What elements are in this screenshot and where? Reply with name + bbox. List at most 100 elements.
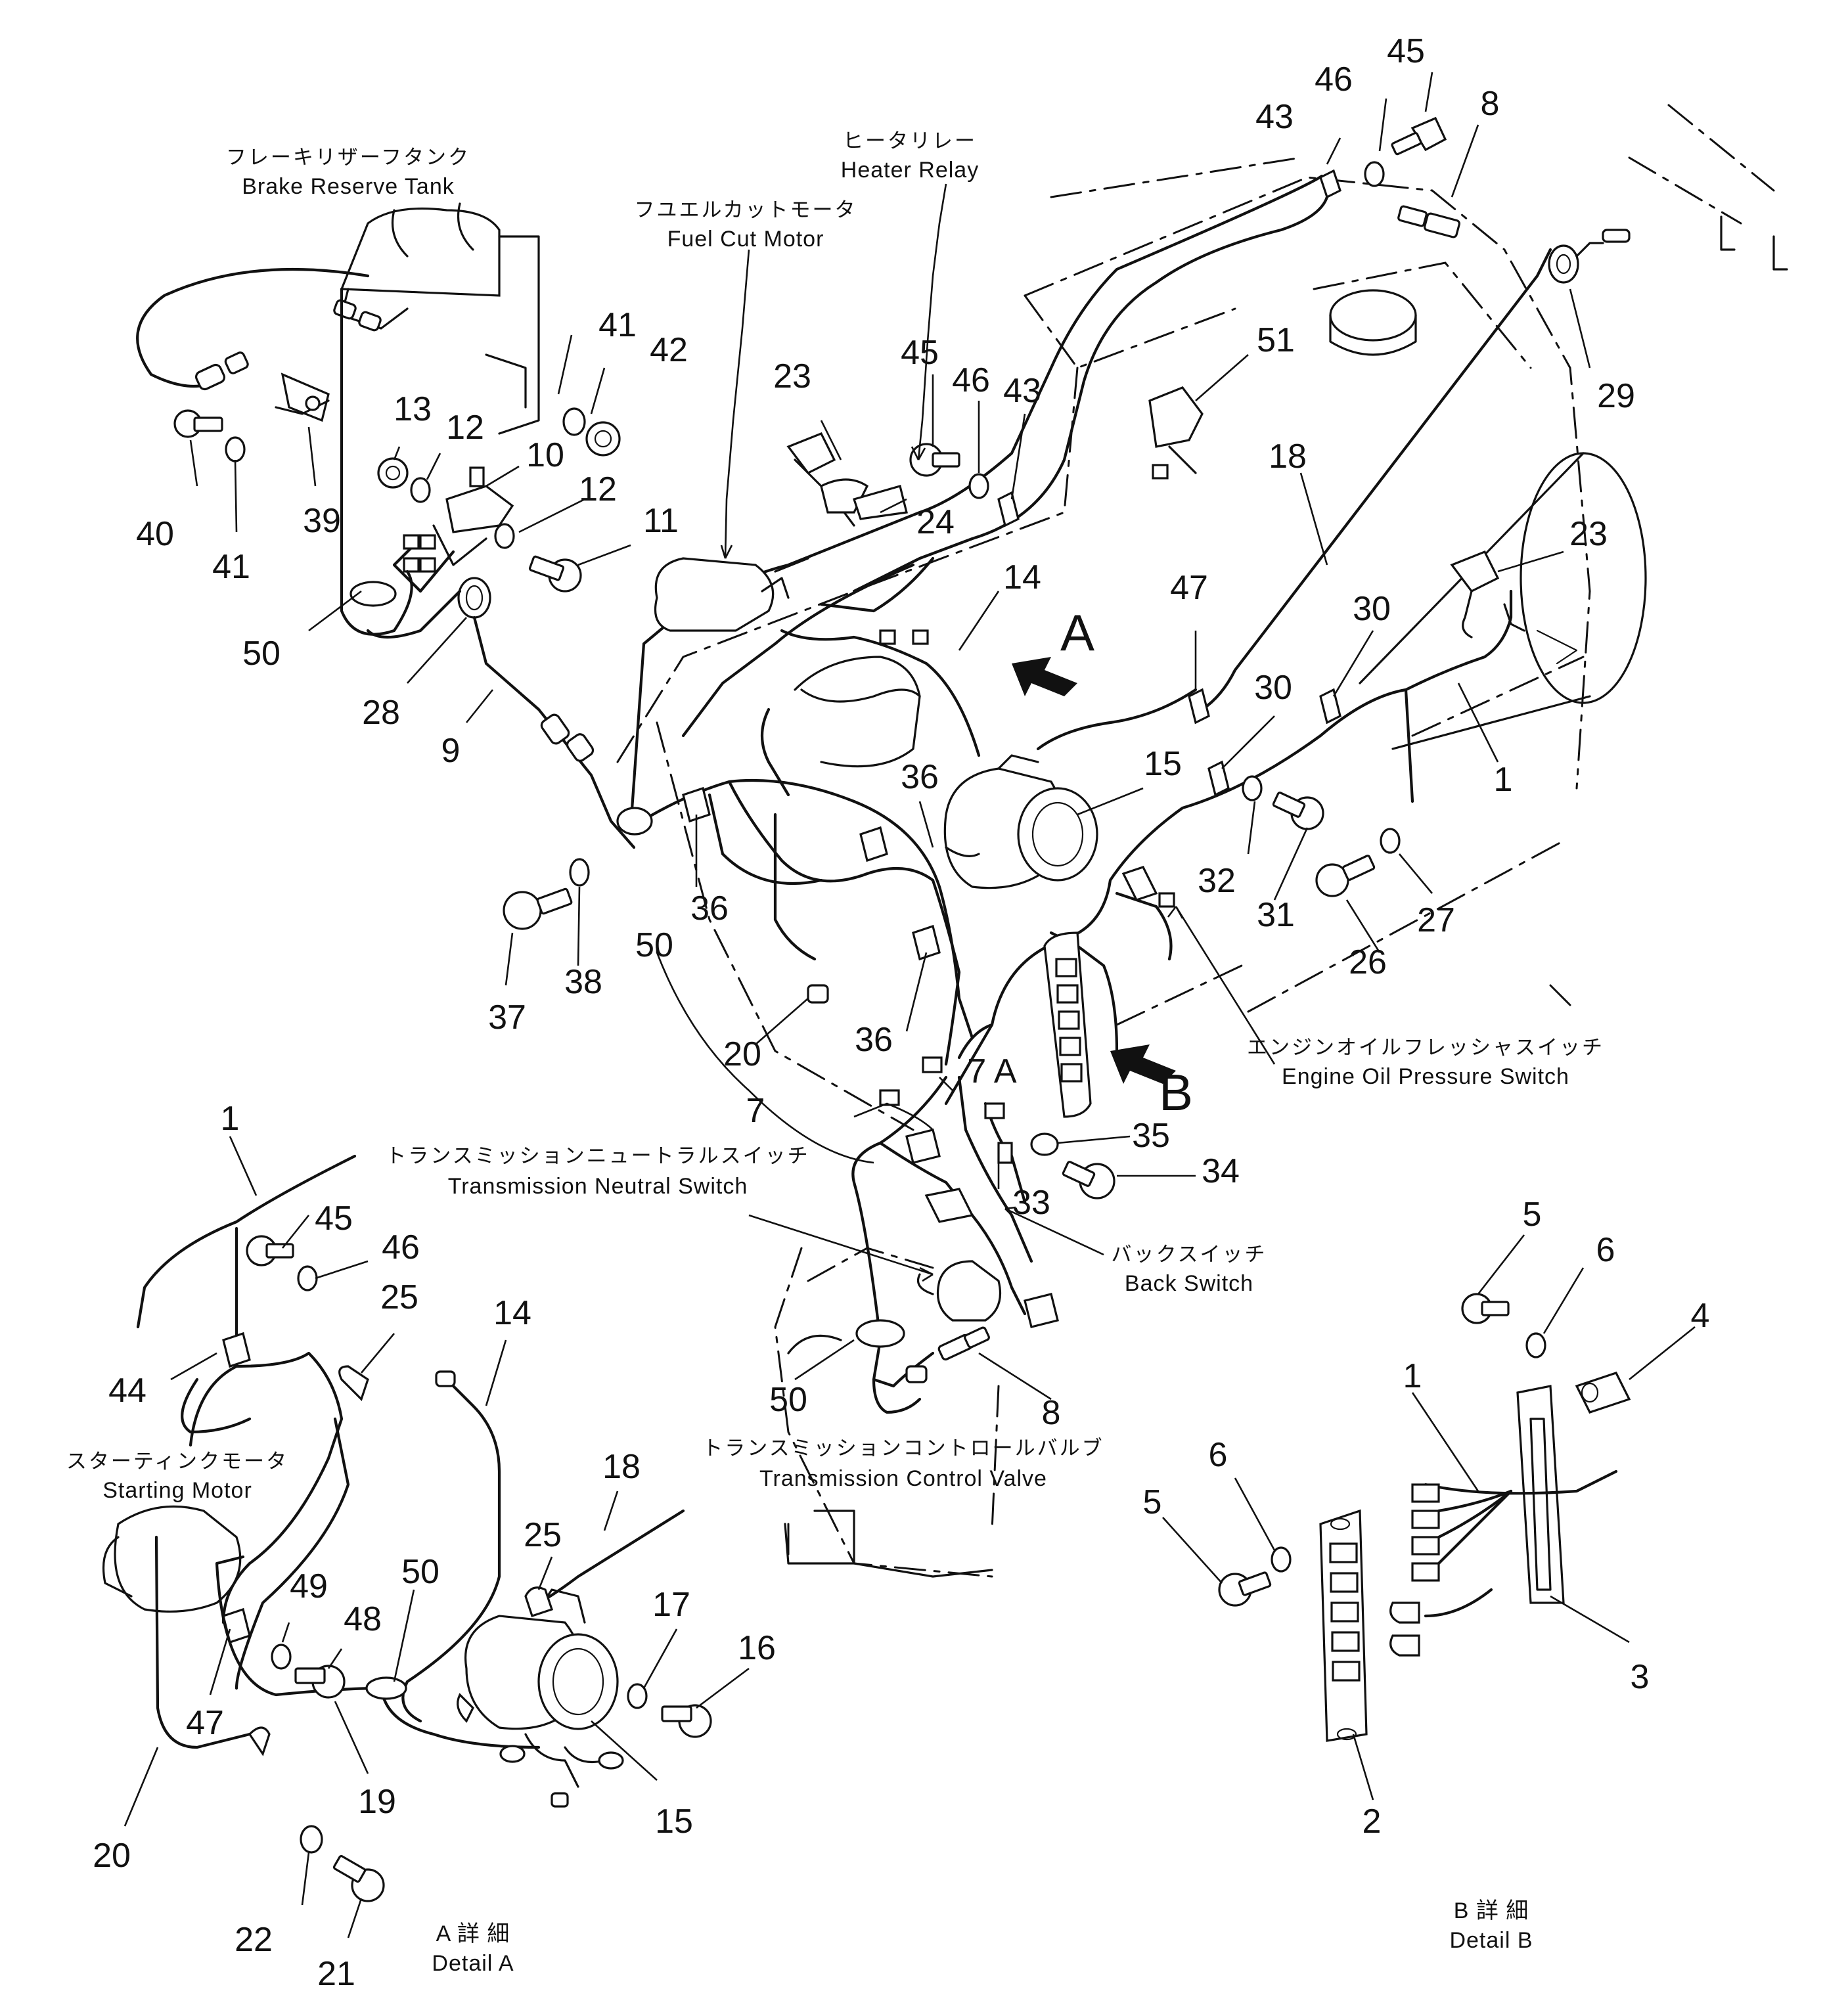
callout-36: 36 [901,758,939,796]
callout-8: 8 [1481,85,1500,123]
callout-38: 38 [564,963,602,1001]
brake-reserve-tank-label: Brake Reserve Tank [242,174,455,199]
callout-50: 50 [635,926,673,964]
washer-38 [569,858,590,887]
leader-lines [124,72,1696,1938]
clamp-36a [682,786,711,823]
grommet-50b [616,807,653,836]
callout-7a: 7 A [967,1052,1016,1090]
callout-13: 13 [394,390,432,428]
bracket-39 [275,372,330,422]
callout-40: 40 [136,515,174,553]
callout-42: 42 [650,331,688,369]
callout-31: 31 [1257,896,1295,934]
washer-22 [300,1825,323,1854]
connector [419,557,436,573]
detail-b-drawing [1319,1385,1618,1742]
starter-motor-15 [943,754,1098,889]
detail-a-label: Detail A [432,1951,514,1976]
washer-49 [271,1644,292,1670]
callout-46: 46 [382,1228,420,1266]
callout-1: 1 [1403,1357,1422,1395]
clamp-47a [1188,688,1210,725]
engine-oil-pressure-switch-jp: エンジンオイルフレッシャスイッチ [1247,1036,1604,1060]
grommet-50d [365,1676,407,1700]
fuel-cut-motor [654,557,809,632]
callout-46: 46 [952,361,990,399]
clamp-30a [1319,688,1341,725]
transmission-control-valve-label: Transmission Control Valve [759,1466,1047,1491]
brake-reserve-tank-jp: フレーキリザーフタンク [226,146,470,169]
callout-50: 50 [401,1553,439,1591]
callout-36: 36 [855,1021,893,1059]
terminal-14b [435,1370,456,1387]
bolt-48 [294,1665,346,1699]
bolt-21 [332,1854,385,1902]
main-harness [629,172,1552,1414]
connector [403,557,420,573]
callout-19: 19 [358,1783,396,1821]
right-cylinder [1359,452,1647,750]
callout-8: 8 [1042,1394,1061,1432]
switch-10 [392,466,514,593]
sensor-8a [1397,205,1460,238]
clamp-36c [912,924,941,961]
detail-a-drawing [102,1154,685,1808]
washer-12b [494,523,515,549]
washer-17 [627,1683,648,1709]
fitting-45a [1391,116,1447,156]
washer-46a [1364,161,1385,187]
heater-relay [786,432,908,527]
bolt-26 [1315,855,1376,897]
component-labels: フレーキリザーフタンク Brake Reserve Tank ヒータリレー He… [66,129,1604,1976]
callout-5: 5 [1523,1196,1542,1234]
bolt-40 [173,409,223,438]
callout-25: 25 [524,1516,562,1554]
callout-33: 33 [1012,1184,1050,1222]
connector [905,1129,941,1164]
callout-43: 43 [1255,98,1294,136]
bracket-43a [1319,169,1341,199]
bracket [1772,235,1788,271]
callout-41: 41 [598,306,637,344]
callout-10: 10 [526,436,564,474]
wire-9 [472,616,636,849]
callout-21: 21 [317,1955,355,1993]
washer-27 [1380,828,1401,854]
callout-34: 34 [1202,1152,1240,1190]
callout-6: 6 [1596,1231,1615,1269]
washer-12a [410,477,431,503]
callout-45: 45 [315,1199,353,1238]
terminal-25a [338,1365,369,1401]
transmission-neutral-switch-jp: トランスミッションニュートラルスイッチ [386,1144,809,1168]
callout-43: 43 [1003,372,1041,410]
callout-39: 39 [303,502,341,540]
brake-wire [340,287,413,636]
nut-42 [585,421,621,457]
callout-50: 50 [242,635,281,673]
bolt-11 [528,555,582,593]
callout-7: 7 [746,1092,765,1130]
washer-41a [562,407,586,436]
sensor-8b [937,1326,990,1361]
heater-relay-label: Heater Relay [841,158,979,183]
clamp-30b [1207,760,1230,797]
terminal-23b [1450,550,1525,638]
washer-6a [1525,1332,1546,1358]
heater-relay-jp: ヒータリレー [843,129,977,153]
callout-2: 2 [1363,1803,1382,1841]
washer-6b [1271,1546,1292,1573]
callout-28: 28 [362,694,400,732]
callout-24: 24 [916,503,955,541]
grommet-28 [457,577,491,619]
detail-a-jp: A 詳 細 [436,1921,510,1946]
terminal [1024,1293,1059,1328]
brake-reserve-tank [136,202,540,435]
connector [922,1056,943,1073]
connector [1158,892,1175,908]
connector [912,629,929,645]
view-a-label: A [1060,604,1094,661]
callout-4: 4 [1691,1297,1710,1335]
nut-13 [377,457,409,489]
connector [403,534,420,550]
